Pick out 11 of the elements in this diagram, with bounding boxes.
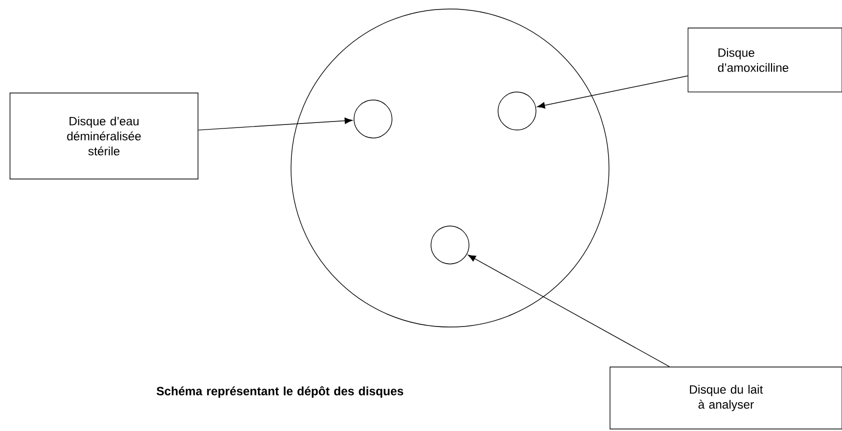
petri-dish — [290, 8, 610, 328]
paper-disk — [354, 100, 392, 138]
paper-disk — [498, 92, 536, 130]
caption: Schéma représentant le dépôt des disques — [156, 386, 404, 398]
label-box: Disque d’amoxicilline — [688, 28, 842, 92]
label-box: Disque d’eau déminéralisée stérile — [10, 92, 198, 180]
arrow — [536, 76, 688, 109]
arrow — [198, 118, 353, 130]
arrow — [468, 254, 670, 367]
paper-disk — [430, 226, 470, 264]
label-box: Disque du lait à analyser — [610, 366, 842, 430]
